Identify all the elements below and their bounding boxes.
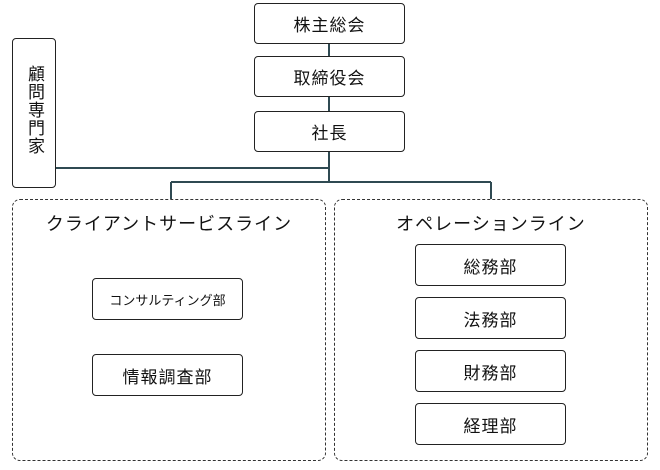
- legal-dept-label: 法務部: [463, 310, 518, 331]
- general-affairs-dept-label: 総務部: [463, 257, 518, 278]
- finance-dept-box: 財務部: [415, 350, 566, 392]
- board-of-directors-label: 取締役会: [293, 69, 366, 89]
- research-dept-label: 情報調査部: [122, 367, 213, 388]
- consulting-dept-box: コンサルティング部: [92, 278, 243, 320]
- advisor-label: 顧問専門家: [24, 65, 44, 155]
- president-label: 社長: [311, 124, 348, 144]
- client-service-line-group: クライアントサービスライン: [12, 199, 326, 461]
- research-dept-box: 情報調査部: [92, 354, 243, 396]
- accounting-dept-box: 経理部: [415, 403, 566, 445]
- finance-dept-label: 財務部: [463, 363, 518, 384]
- shareholders-meeting-label: 株主総会: [293, 16, 366, 36]
- operations-line-group: オペレーションライン: [334, 199, 648, 461]
- consulting-dept-label: コンサルティング部: [109, 293, 226, 309]
- operations-line-title: オペレーションライン: [396, 214, 586, 235]
- legal-dept-box: 法務部: [415, 297, 566, 339]
- shareholders-meeting-box: 株主総会: [254, 3, 405, 44]
- client-service-line-title: クライアントサービスライン: [45, 214, 293, 235]
- advisor-box: 顧問専門家: [12, 38, 56, 188]
- board-of-directors-box: 取締役会: [254, 56, 405, 97]
- accounting-dept-label: 経理部: [463, 416, 518, 437]
- president-box: 社長: [254, 111, 405, 152]
- general-affairs-dept-box: 総務部: [415, 244, 566, 286]
